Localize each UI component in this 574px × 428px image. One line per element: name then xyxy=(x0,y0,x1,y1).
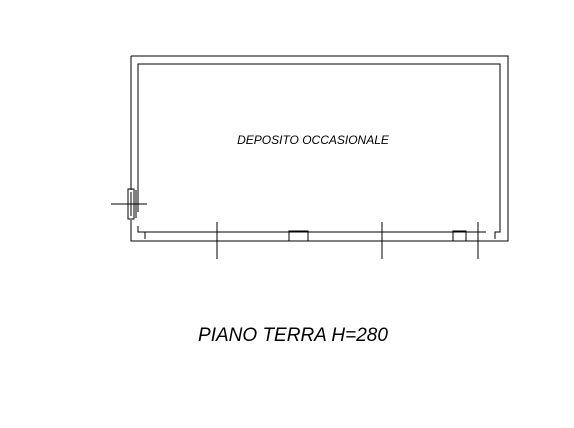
room-label: DEPOSITO OCCASIONALE xyxy=(237,133,390,147)
outer-wall xyxy=(130,55,509,242)
inner-wall xyxy=(137,63,501,239)
pillar xyxy=(288,230,309,242)
floor-title: PIANO TERRA H=280 xyxy=(198,325,388,346)
pillar xyxy=(452,230,467,242)
window-symbol xyxy=(111,188,147,220)
